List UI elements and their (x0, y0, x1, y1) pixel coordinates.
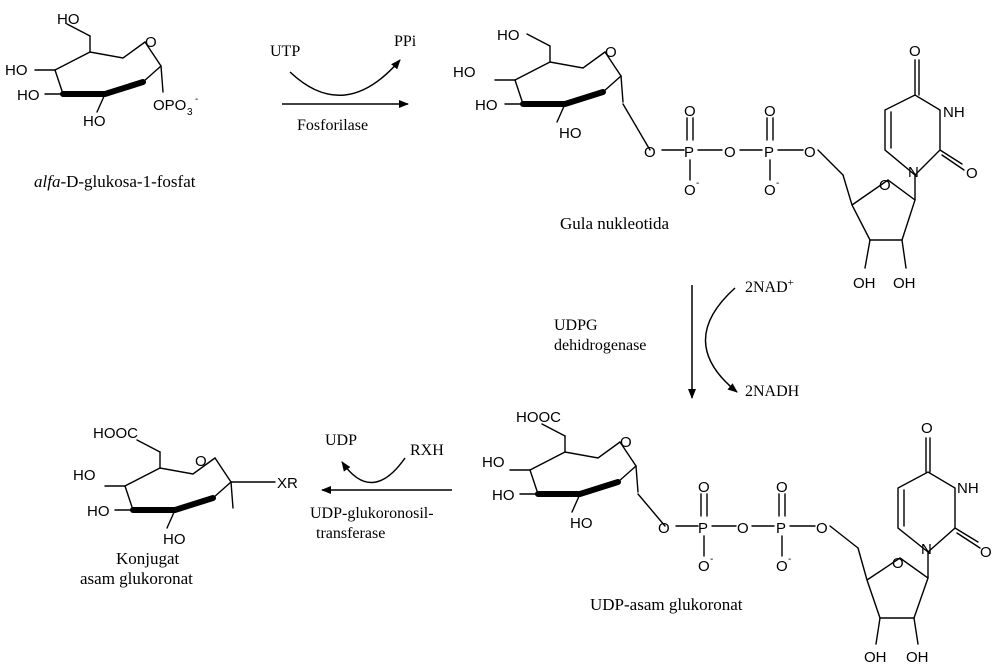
label-fosforilase: Fosforilase (297, 117, 368, 134)
atom-o: O (698, 479, 710, 496)
atom-ho-left: HO (453, 64, 476, 81)
atom-ho-lower: HO (17, 87, 40, 104)
atom-ho-left: HO (73, 467, 96, 484)
uridine-2: O N NH O O OH OH (857, 420, 992, 666)
atom-o: O (776, 479, 788, 496)
charge-minus: - (776, 178, 779, 189)
atom-ring-oxygen: O (605, 44, 617, 61)
label-alfa-prefix: alfa (34, 172, 60, 191)
label-udp: UDP (325, 432, 357, 449)
atom-ho-lower: HO (475, 97, 498, 114)
atom-o: O (892, 555, 904, 572)
label-2nad: 2NAD+ (745, 277, 794, 296)
label-transferase: transferase (316, 525, 385, 542)
atom-o: O (921, 420, 933, 437)
udp-glucose-structure: HO HO HO HO O (453, 27, 623, 142)
atom-oh: OH (906, 649, 929, 666)
atom-o: O (909, 43, 921, 60)
atom-ring-oxygen: O (620, 434, 632, 451)
atom-ho-lower: HO (87, 503, 110, 520)
label-rxh: RXH (410, 442, 444, 459)
uridine-1: O N NH O O OH OH (842, 43, 978, 292)
atom-o: O (658, 520, 670, 537)
atom-ho-bottom: HO (559, 125, 582, 142)
atom-o: O (804, 144, 816, 161)
label-dehidrogenase: dehidrogenase (554, 337, 646, 354)
label-asam-glukoronat: asam glukoronat (80, 569, 193, 588)
reaction-1-curved-arrow (289, 59, 401, 96)
atom-o: O (816, 520, 828, 537)
atom-o: O (776, 558, 788, 575)
glucuronide-conjugate-structure: HOOC HO HO HO O XR (73, 425, 298, 548)
reaction-3-curved-arrow (341, 457, 406, 484)
atom-o: O (644, 144, 656, 161)
atom-n: N (921, 541, 932, 558)
label-ppi: PPi (394, 33, 417, 50)
subscript-3: 3 (187, 107, 193, 118)
label-glucose-suffix: -D-glukosa-1-fosfat (60, 172, 195, 191)
atom-p: P (764, 144, 774, 161)
atom-ring-oxygen: O (195, 453, 207, 470)
label-2nadh: 2NADH (745, 383, 800, 400)
atom-o: O (764, 182, 776, 199)
label-konjugat: Konjugat (116, 549, 180, 568)
udp-glucuronate-structure: HOOC HO HO HO O (482, 409, 638, 532)
atom-oh: OH (893, 275, 916, 292)
label-sugar-nucleotide: Gula nukleotida (560, 214, 670, 233)
atom-o: O (879, 177, 891, 194)
atom-oh: OH (853, 275, 876, 292)
atom-ho-bottom: HO (83, 113, 106, 130)
atom-n: N (908, 164, 919, 181)
atom-ho-bottom: HO (570, 515, 593, 532)
label-glucose-1-phosphate: alfa-D-glukosa-1-fosfat (34, 172, 196, 191)
atom-xr: XR (277, 475, 298, 492)
atom-ho-bottom: HO (163, 531, 186, 548)
label-utp: UTP (270, 43, 300, 60)
atom-o: O (764, 103, 776, 120)
reaction-2-udpg-dehydrogenase: 2NAD+ 2NADH UDPG dehidrogenase (554, 277, 800, 400)
diphosphate-chain-2: O P O P O O O O O - - (637, 479, 859, 575)
atom-o: O (684, 103, 696, 120)
label-udpg: UDPG (554, 317, 598, 334)
atom-oh: OH (864, 649, 887, 666)
diphosphate-chain-1: O P O P O O O O O - - (622, 103, 844, 199)
label-udp-glucuronate: UDP-asam glukoronat (590, 595, 743, 614)
label-udp-glukoronosil: UDP-glukoronosil- (310, 505, 434, 522)
atom-ho-left: HO (5, 62, 28, 79)
charge-minus: - (788, 554, 791, 565)
charge-minus: - (710, 554, 713, 565)
glucose-1-phosphate-structure: HO HO HO HO O OPO 3 - (5, 11, 198, 130)
atom-ho-left: HO (482, 454, 505, 471)
atom-o: O (684, 182, 696, 199)
atom-nh: NH (957, 480, 979, 497)
atom-o: O (698, 558, 710, 575)
atom-nh: NH (943, 104, 965, 121)
charge-minus: - (696, 178, 699, 189)
atom-ring-oxygen: O (145, 34, 157, 51)
superscript-minus: - (195, 94, 198, 105)
atom-ho-lower: HO (492, 487, 515, 504)
atom-opo3: OPO (153, 97, 186, 114)
atom-p: P (684, 144, 694, 161)
atom-p: P (698, 520, 708, 537)
atom-o: O (737, 520, 749, 537)
atom-ho-top: HO (57, 11, 80, 28)
atom-p: P (776, 520, 786, 537)
atom-hooc: HOOC (93, 425, 138, 442)
atom-ho-top: HO (497, 27, 520, 44)
atom-hooc: HOOC (516, 409, 561, 426)
reaction-2-curved-arrow (704, 287, 738, 393)
reaction-1-phosphorylase: UTP PPi Fosforilase (270, 33, 417, 134)
atom-o: O (980, 544, 992, 561)
atom-o: O (966, 165, 978, 182)
atom-o: O (724, 144, 736, 161)
reaction-3-glucuronosyltransferase: RXH UDP UDP-glukoronosil- transferase (310, 432, 452, 542)
